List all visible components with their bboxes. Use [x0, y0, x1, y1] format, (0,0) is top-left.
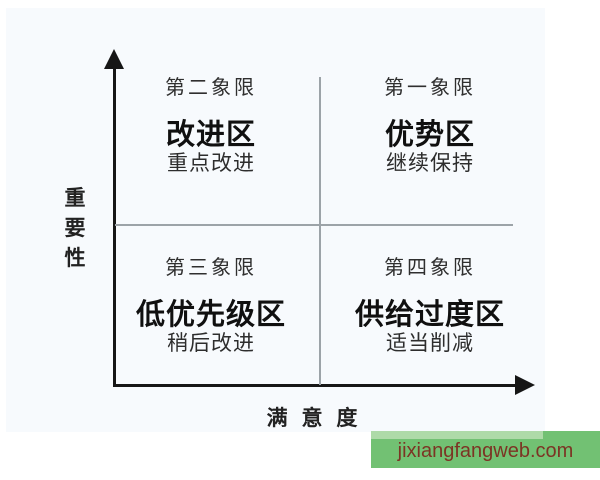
quadrant-top-left: 第二象限 改进区 重点改进	[106, 76, 316, 176]
y-axis-arrow-icon	[104, 49, 124, 69]
quadrant-label: 第一象限	[384, 77, 476, 99]
zone-action: 稍后改进	[167, 332, 255, 355]
zone-name: 改进区	[165, 119, 256, 151]
quadrant-label: 第四象限	[384, 257, 476, 279]
zone-action: 重点改进	[167, 152, 255, 175]
zone-name: 低优先级区	[135, 299, 286, 331]
quadrant-label: 第二象限	[165, 77, 257, 99]
quadrant-bottom-left: 第三象限 低优先级区 稍后改进	[106, 256, 316, 356]
zone-name: 优势区	[384, 119, 475, 151]
vertical-divider	[319, 77, 321, 385]
quadrant-bottom-right: 第四象限 供给过度区 适当削减	[325, 256, 535, 356]
chart-background	[6, 8, 545, 432]
zone-action: 继续保持	[386, 152, 474, 175]
horizontal-divider	[115, 224, 513, 226]
y-axis-title: 重 要 性	[60, 188, 90, 269]
x-axis-title: 满 意 度	[266, 407, 362, 430]
y-axis-title-char: 性	[64, 247, 86, 270]
y-axis-line	[113, 66, 116, 387]
x-axis-arrow-icon	[515, 375, 535, 395]
y-axis-title-char: 要	[64, 217, 86, 240]
x-axis-line	[113, 384, 516, 387]
quadrant-top-right: 第一象限 优势区 继续保持	[325, 76, 535, 176]
zone-action: 适当削减	[386, 332, 474, 355]
watermark-highlight-strip	[371, 431, 543, 439]
watermark-banner: jixiangfangweb.com	[371, 431, 600, 468]
y-axis-title-char: 重	[64, 187, 86, 210]
quadrant-label: 第三象限	[165, 257, 257, 279]
watermark-url: jixiangfangweb.com	[397, 440, 574, 462]
zone-name: 供给过度区	[354, 299, 505, 331]
